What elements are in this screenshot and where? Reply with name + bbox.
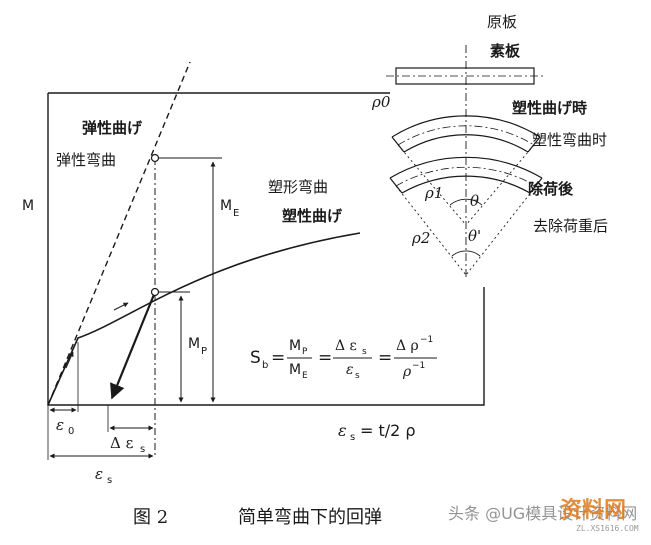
bending-illustration: 原板 素板 ρ0 塑性曲げ時 塑性弯曲时 ρ1 θ ρ2 θ' xyxy=(371,13,608,280)
eps-s-label: ε xyxy=(95,465,103,483)
mp-label: M xyxy=(188,336,200,352)
elastic-label-cn: 弹性弯曲 xyxy=(56,151,116,169)
eps-s-label-sub: s xyxy=(107,475,112,486)
eps0-label-sub: 0 xyxy=(68,426,74,437)
me-label-sub: E xyxy=(233,208,239,219)
plastic-bent-inner xyxy=(403,134,529,153)
formula-f1-num: M xyxy=(289,338,301,354)
eps-relation-sub: s xyxy=(350,432,355,443)
formula-f3-den: ρ xyxy=(402,364,412,380)
loading-curve xyxy=(47,232,361,406)
unload-label-jp: 除荷後 xyxy=(528,180,574,198)
formula-f1-num-sub: P xyxy=(302,347,308,357)
radius-rho1-right xyxy=(465,144,535,226)
me-label: M xyxy=(220,198,232,214)
springback-formula: S b = M P M E = Δ ε s ε s = Δ ρ −1 ρ −1 xyxy=(250,335,437,381)
unloaded-mid xyxy=(395,166,537,187)
original-plate-label-jp: 原板 xyxy=(487,13,517,31)
rho1-label: ρ1 xyxy=(424,184,443,202)
formula-f1-den-sub: E xyxy=(302,371,308,381)
author-watermark: 头条 @UG模具设计资料网 xyxy=(448,504,638,523)
curve-arrow-1 xyxy=(65,351,74,369)
formula-f2-num-sub: s xyxy=(362,347,367,357)
rho0-label: ρ0 xyxy=(371,93,391,111)
radius-rho2-left xyxy=(395,185,467,276)
theta-label: θ xyxy=(470,192,479,210)
formula-eq-3: = xyxy=(378,348,392,368)
plastic-bent-mid xyxy=(397,125,535,146)
original-plate-label-cn: 素板 xyxy=(490,42,521,60)
unloaded-outer xyxy=(389,156,543,179)
curve-arrow-2 xyxy=(113,302,129,311)
elastic-label-jp: 弹性曲げ xyxy=(82,119,143,137)
plastic-bend-label-jp: 塑性曲げ時 xyxy=(512,99,587,117)
formula-f2-den-sub: s xyxy=(355,371,360,381)
formula-f3-num-sup: −1 xyxy=(420,335,433,345)
figure-number: 图 2 xyxy=(133,507,168,528)
plastic-label-cn: 塑形弯曲 xyxy=(268,178,328,196)
theta-arc xyxy=(449,198,483,206)
formula-lhs: S xyxy=(250,348,261,368)
eps-relation-rhs: = t/2 ρ xyxy=(360,421,416,440)
eps0-label: ε xyxy=(56,416,64,434)
formula-f3-num: Δ ρ xyxy=(396,338,419,354)
formula-f1-den: M xyxy=(289,362,301,378)
delta-eps-label: Δ ε xyxy=(110,434,134,452)
formula-f2-den: ε xyxy=(346,362,354,378)
formula-lhs-sub: b xyxy=(262,360,268,371)
elastic-line xyxy=(47,61,191,406)
plastic-bend-label-cn: 塑性弯曲时 xyxy=(532,131,607,149)
unloaded-inner xyxy=(401,175,531,194)
flat-plate xyxy=(395,67,535,85)
mp-label-sub: P xyxy=(201,346,207,357)
theta-prime-arc xyxy=(451,250,481,257)
graph-frame xyxy=(47,92,485,406)
eps-relation-label: ε xyxy=(338,421,347,440)
figure-caption: 简单弯曲下的回弹 xyxy=(238,507,382,528)
elastic-point xyxy=(150,153,160,163)
unloading-arrow xyxy=(110,291,157,400)
site-logo-watermark: 资料网 xyxy=(560,498,627,523)
site-url-watermark: ZL.XS1616.COM xyxy=(576,524,639,533)
plastic-label-jp: 塑性曲げ xyxy=(282,207,343,225)
radius-rho2-right xyxy=(465,185,537,276)
y-axis-label: M xyxy=(22,198,34,214)
delta-eps-label-sub: s xyxy=(140,444,145,455)
plastic-bent-outer xyxy=(391,115,541,138)
unload-label-cn: 去除荷重后 xyxy=(533,217,608,235)
plastic-point xyxy=(150,287,160,297)
formula-eq-2: = xyxy=(318,348,332,368)
theta-prime-label: θ' xyxy=(468,227,481,245)
formula-eq-1: = xyxy=(271,348,285,368)
rho2-label: ρ2 xyxy=(411,229,430,247)
formula-f2-num: Δ ε xyxy=(335,338,357,354)
formula-f3-den-sup: −1 xyxy=(412,361,425,371)
